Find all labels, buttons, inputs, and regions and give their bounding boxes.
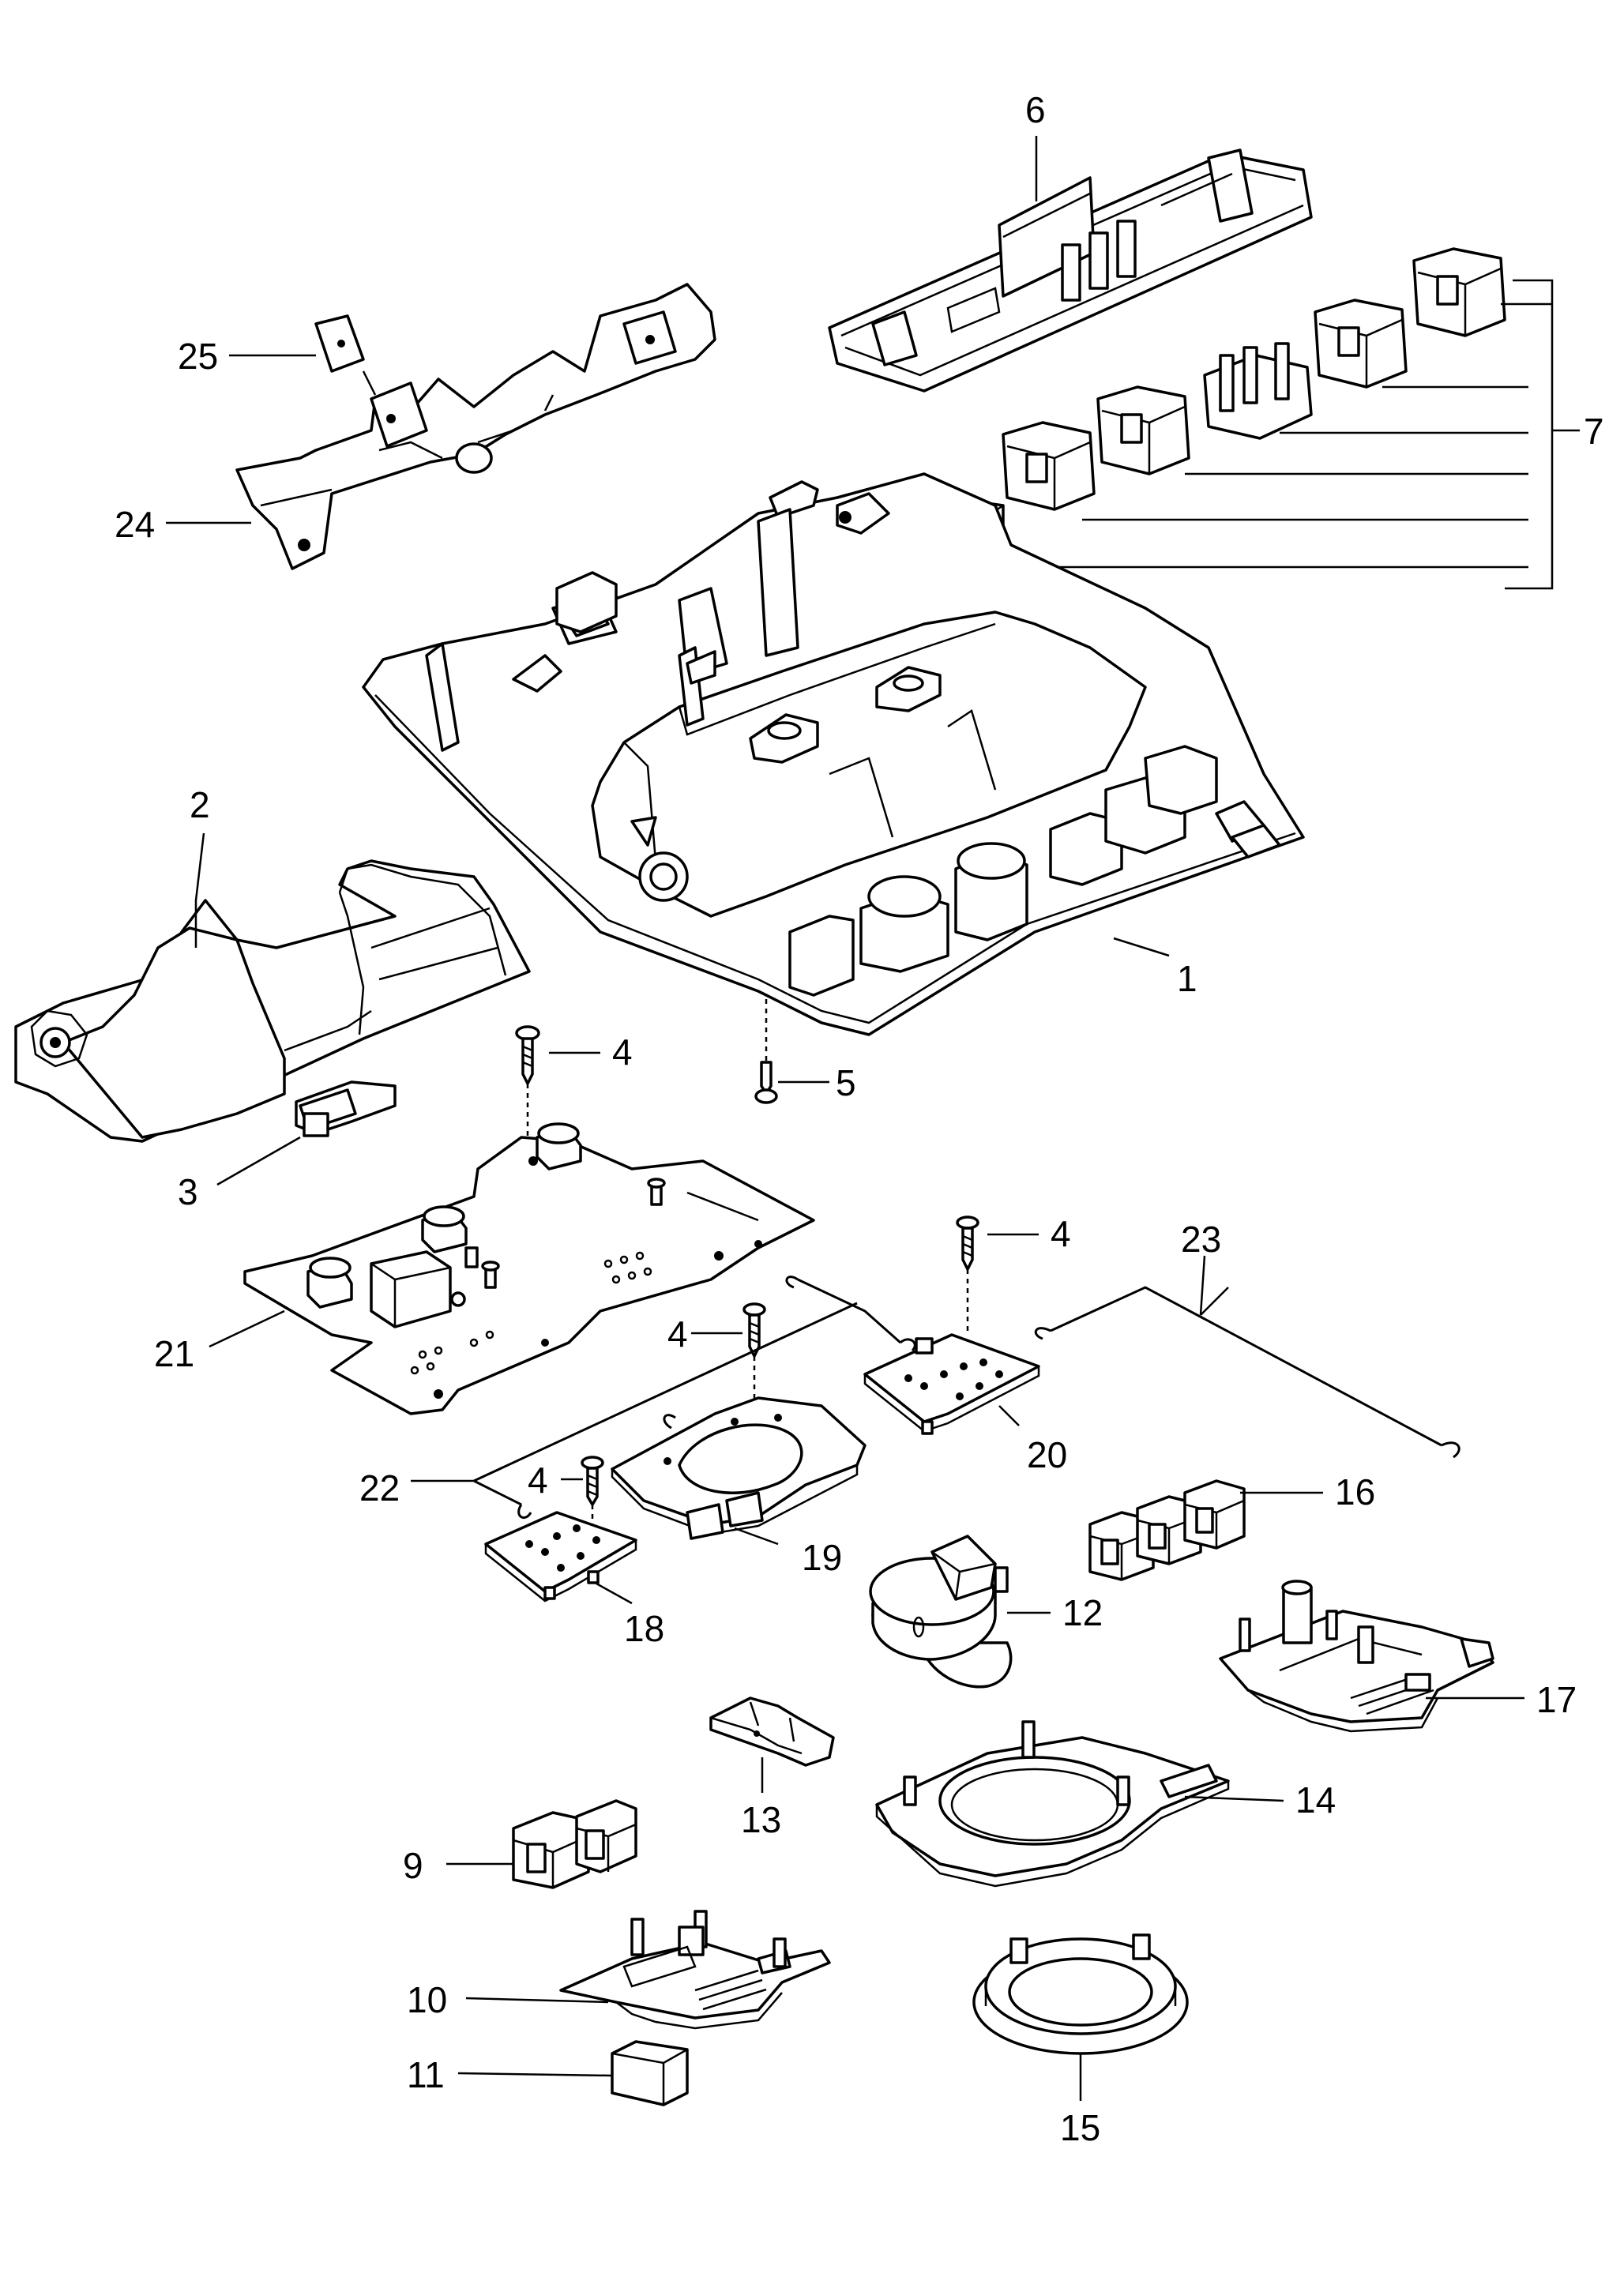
part-21-main-circuit-board	[243, 1122, 815, 1415]
callout-14: 14	[1295, 1779, 1336, 1820]
callout-10: 10	[407, 1979, 447, 2020]
callout-20: 20	[1027, 1434, 1067, 1475]
part-11-cap	[611, 2040, 689, 2106]
part-1-console-housing	[362, 472, 1305, 1036]
part-22-wire-harness	[473, 1276, 916, 1519]
callout-5: 5	[836, 1062, 856, 1103]
part-12-rotary-knob	[869, 1535, 1013, 1689]
callout-2: 2	[190, 784, 210, 825]
part-4-screw-c	[742, 1302, 766, 1418]
callout-1: 1	[1177, 958, 1197, 999]
callout-3: 3	[178, 1171, 198, 1212]
part-18-circuit-board	[484, 1511, 637, 1603]
callout-4d: 4	[528, 1460, 548, 1501]
callout-23: 23	[1181, 1219, 1221, 1260]
callout-25: 25	[178, 336, 218, 377]
part-19-mounting-plate	[611, 1396, 867, 1540]
part-4-screw-b	[956, 1216, 979, 1335]
part-14-ring-bezel	[875, 1720, 1230, 1888]
part-10-switch-bezel	[559, 1910, 831, 2030]
part-20-circuit-board	[863, 1333, 1040, 1435]
callout-6: 6	[1025, 89, 1046, 130]
callout-4a: 4	[612, 1031, 633, 1073]
part-15-ring	[972, 1933, 1189, 2055]
callout-13: 13	[741, 1799, 781, 1840]
part-25-clip	[314, 314, 365, 373]
callout-16: 16	[1335, 1471, 1375, 1512]
part-4-screw-a	[515, 1025, 540, 1197]
part-6-lamp-housing	[828, 148, 1313, 393]
callout-labels: 1 2 3 4 4 4 4 5 6 7 9 10 11 12 13 14 15 …	[115, 89, 1604, 2148]
callout-9: 9	[403, 1845, 423, 1886]
part-5-screw	[754, 999, 778, 1104]
callout-22: 22	[359, 1467, 400, 1509]
callout-24: 24	[115, 504, 155, 545]
part-23-wire	[1034, 1286, 1460, 1459]
part-7-switch-set	[923, 247, 1506, 566]
part-2-cover	[14, 859, 531, 1143]
callout-11: 11	[407, 2054, 445, 2095]
part-3-small-switch	[295, 1080, 397, 1137]
leader-lines	[166, 136, 1524, 2101]
callout-7: 7	[1584, 411, 1604, 452]
callout-18: 18	[624, 1608, 664, 1649]
callout-21: 21	[154, 1333, 194, 1374]
callout-4c: 4	[667, 1313, 688, 1355]
callout-19: 19	[802, 1537, 842, 1578]
callout-17: 17	[1536, 1679, 1577, 1720]
part-7-bracket	[995, 279, 1580, 590]
part-13-bracket	[709, 1696, 835, 1767]
part-17-switch-bezel	[1219, 1580, 1494, 1733]
part-16-switch-block	[1088, 1479, 1246, 1581]
callout-15: 15	[1060, 2107, 1100, 2148]
callout-12: 12	[1062, 1592, 1103, 1633]
callout-4b: 4	[1051, 1213, 1071, 1254]
part-24-mounting-bracket	[235, 283, 716, 570]
part-9-switch-pair	[512, 1799, 637, 1889]
